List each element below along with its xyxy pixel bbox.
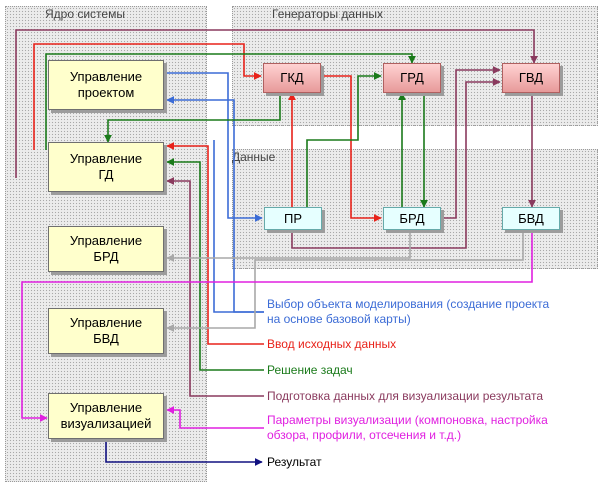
wire-select-to-gd	[213, 140, 264, 313]
wire-vis-to-result	[105, 439, 263, 466]
legend-tasks: Решение задач	[267, 363, 353, 377]
generator-gkd: ГКД	[263, 63, 321, 93]
data-zone-title: Данные	[232, 150, 276, 164]
module-brd: Управление БРД	[48, 226, 164, 272]
legend-select-line1: Выбор объекта моделирования (создание пр…	[267, 297, 550, 311]
wire-tasks-to-gd	[166, 158, 264, 371]
wire-bvd-to-mgmt	[166, 230, 524, 332]
core-zone-title: Ядро системы	[45, 7, 125, 21]
wire-prep-to-gd	[166, 177, 264, 397]
legend-params-line1: Параметры визуализации (компоновка, наст…	[267, 413, 548, 427]
wire-project-to-pr	[165, 72, 263, 222]
wire-input-to-gd	[166, 142, 264, 345]
wire-gd-to-project	[104, 93, 281, 143]
wire-brd-to-gvd	[443, 66, 501, 219]
wire-gd-to-grd-top	[45, 53, 416, 150]
module-bvd: Управление БВД	[48, 308, 164, 354]
legend-result: Результат	[267, 455, 322, 469]
module-gd: Управление ГД	[48, 142, 164, 192]
wire-params-to-vis	[166, 406, 264, 429]
wire-gd-to-gvd	[15, 29, 538, 178]
generator-gvd: ГВД	[502, 63, 560, 93]
module-project: Управление проектом	[48, 60, 164, 110]
module-visualization: Управление визуализацией	[48, 393, 164, 439]
legend-params-line2: обзора, профили, отсечения и т.д.)	[267, 428, 462, 442]
wire-gd-to-gkd	[33, 43, 262, 150]
data-bvd: БВД	[502, 207, 560, 230]
wire-pr-to-grd	[306, 72, 382, 207]
legend-input: Ввод исходных данных	[267, 337, 397, 351]
wire-gkd-to-brd	[322, 75, 382, 222]
data-pr: ПР	[264, 207, 322, 230]
legend-prep: Подготовка данных для визуализации резул…	[267, 389, 544, 403]
wire-bvd-to-vis	[21, 230, 533, 422]
data-brd: БРД	[383, 207, 441, 230]
generator-grd: ГРД	[383, 63, 441, 93]
wire-pr-to-gvd	[291, 78, 501, 249]
wire-brd-to-mgmt	[166, 230, 411, 262]
generators-zone-title: Генераторы данных	[272, 7, 383, 21]
legend-select-line2: на основе базовой карты)	[267, 312, 411, 326]
wire-select-to-project	[166, 96, 264, 313]
